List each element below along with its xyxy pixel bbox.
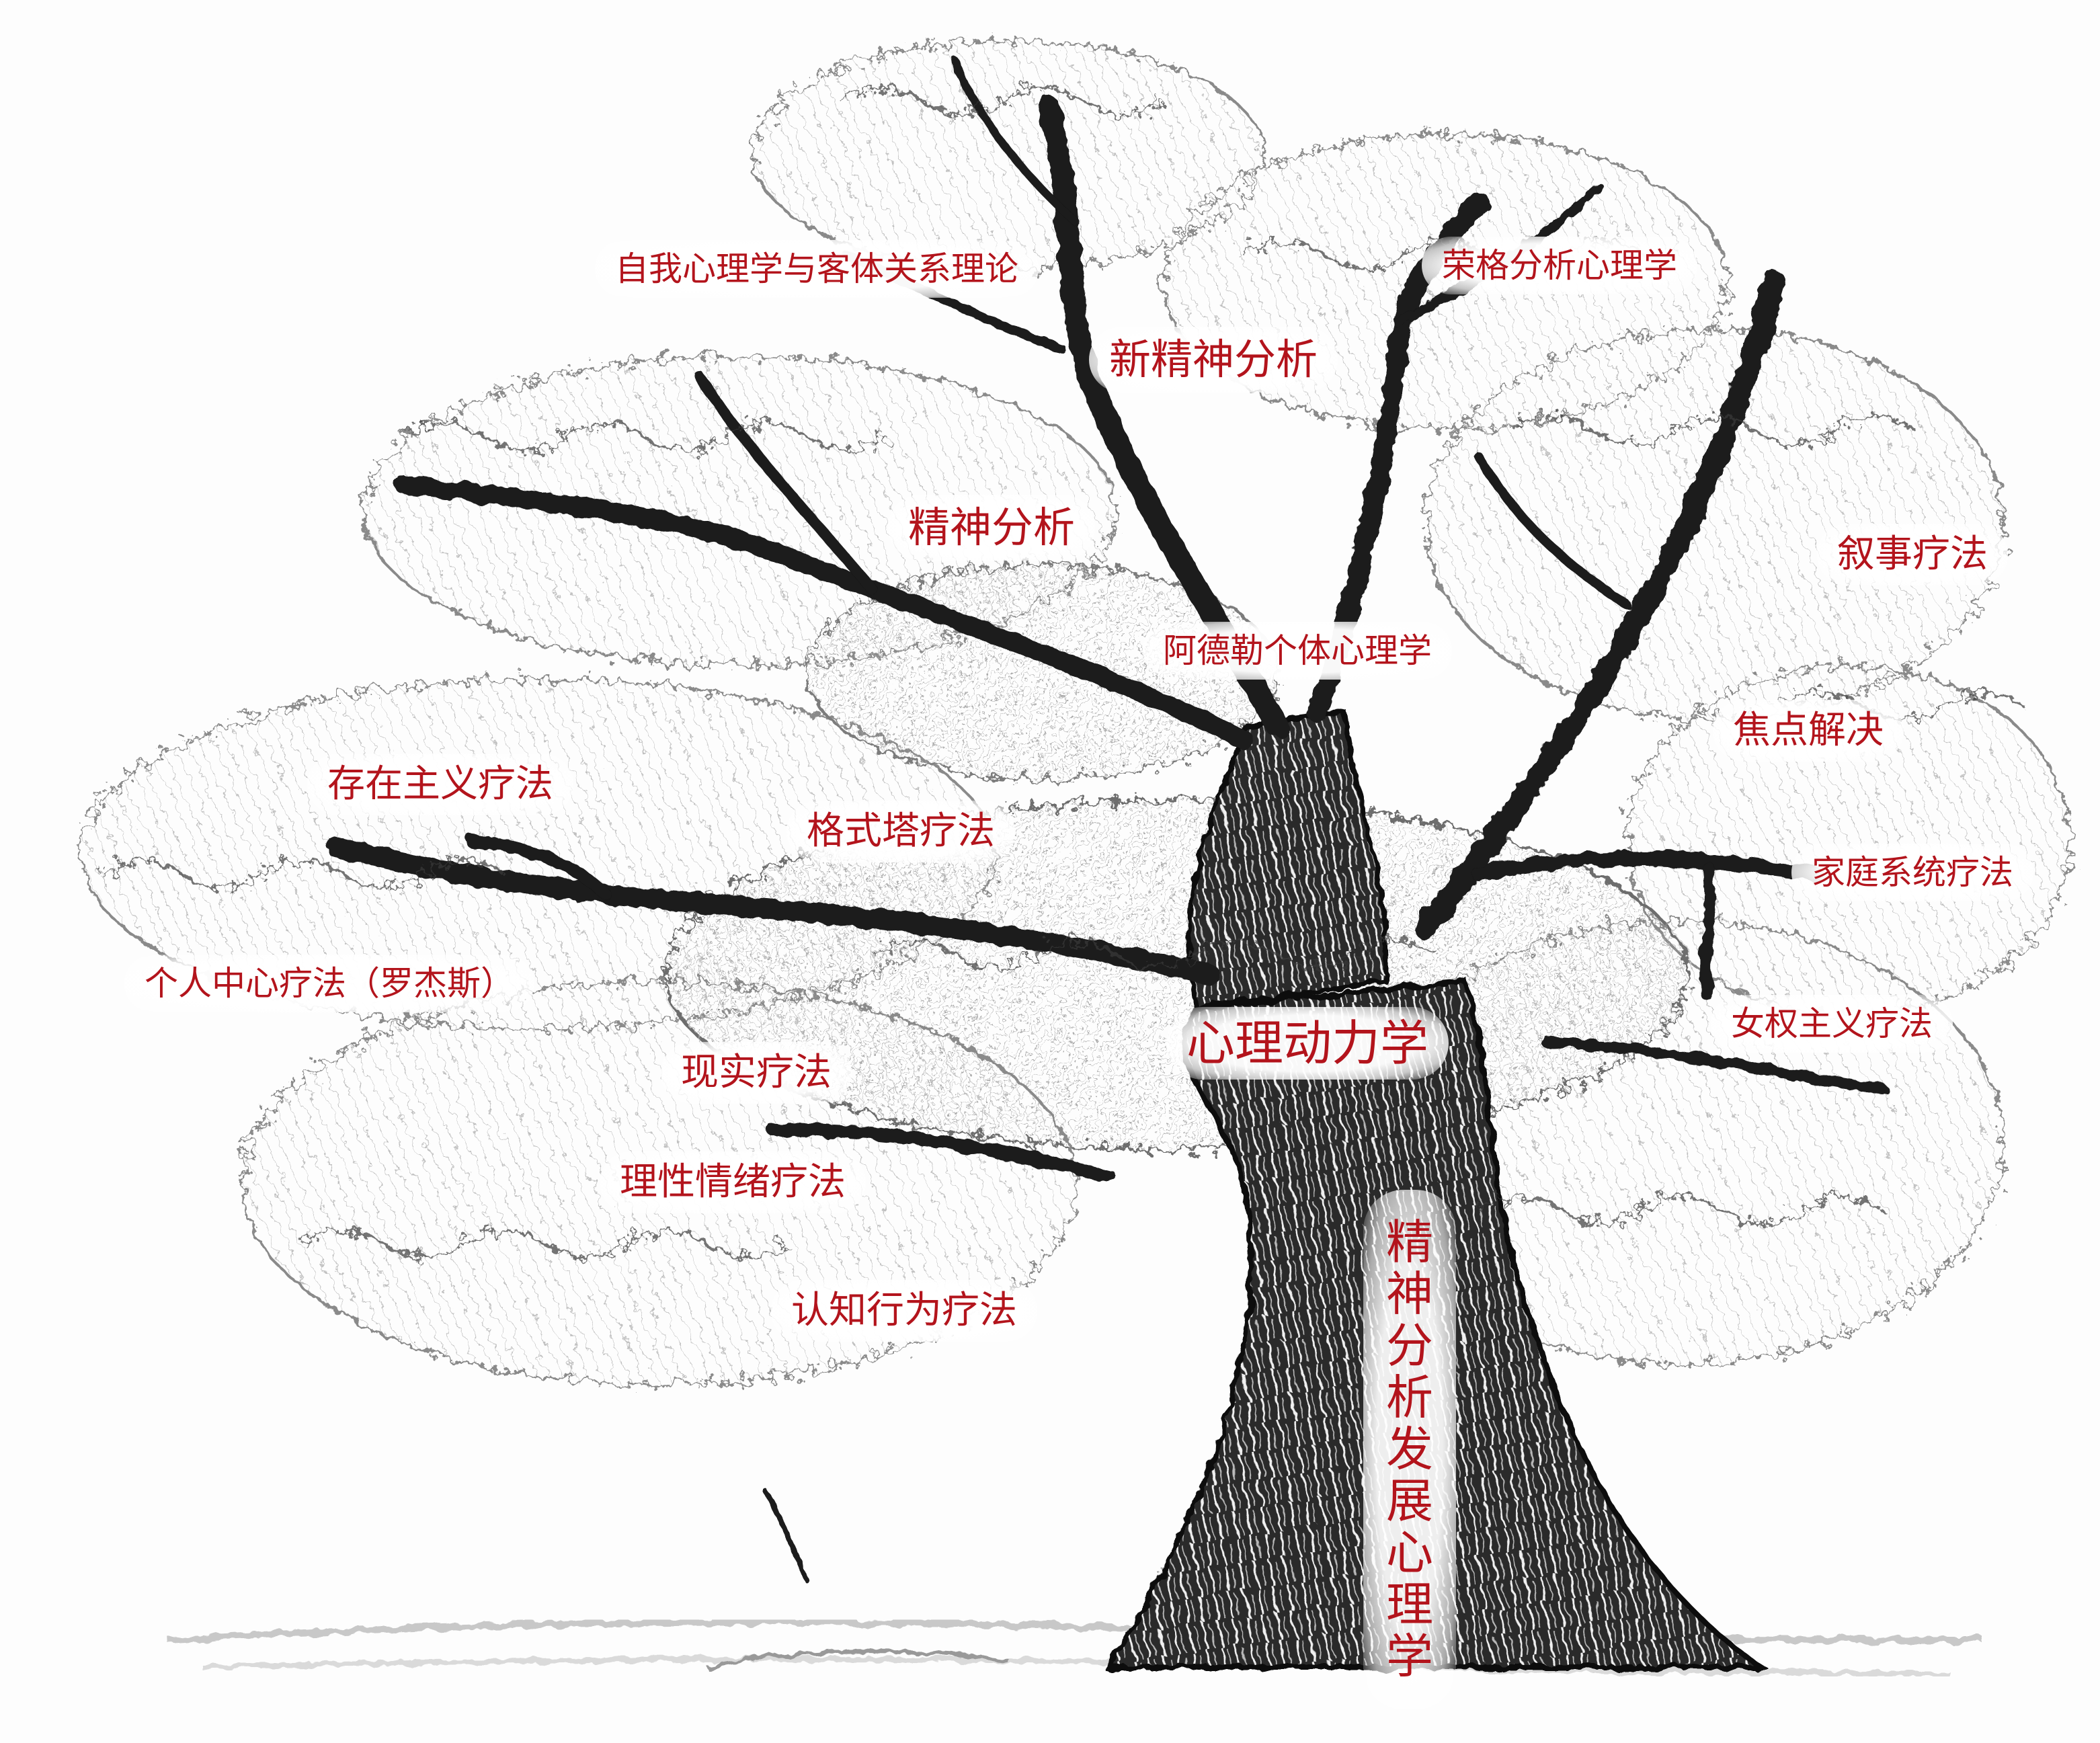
label-person-centered: 个人中心疗法（罗杰斯） (124, 955, 534, 1012)
label-neo-psychoanalysis: 新精神分析 (1088, 327, 1338, 393)
label-existential: 存在主义疗法 (307, 754, 573, 815)
label-reality-therapy: 现实疗法 (661, 1042, 852, 1104)
label-trunk-developmental: 精神分析发展心理学 (1363, 1190, 1456, 1709)
label-solution-focused: 焦点解决 (1713, 700, 1904, 762)
label-gestalt: 格式塔疗法 (786, 801, 1015, 862)
label-narrative-therapy: 叙事疗法 (1817, 524, 2008, 585)
label-ego-psychology: 自我心理学与客体关系理论 (595, 240, 1039, 298)
branch-sketches (326, 56, 1888, 1582)
label-feminist: 女权主义疗法 (1711, 995, 1953, 1053)
label-psychoanalysis: 精神分析 (887, 495, 1096, 561)
label-rational-emotive: 理性情绪疗法 (600, 1151, 866, 1213)
label-family-systems: 家庭系统疗法 (1791, 844, 2033, 901)
label-jungian: 荣格分析心理学 (1422, 237, 1697, 294)
label-cognitive-behavioral: 认知行为疗法 (771, 1280, 1037, 1342)
label-psychodynamic: 心理动力学 (1166, 1007, 1449, 1080)
label-adlerian: 阿德勒个体心理学 (1143, 622, 1452, 680)
